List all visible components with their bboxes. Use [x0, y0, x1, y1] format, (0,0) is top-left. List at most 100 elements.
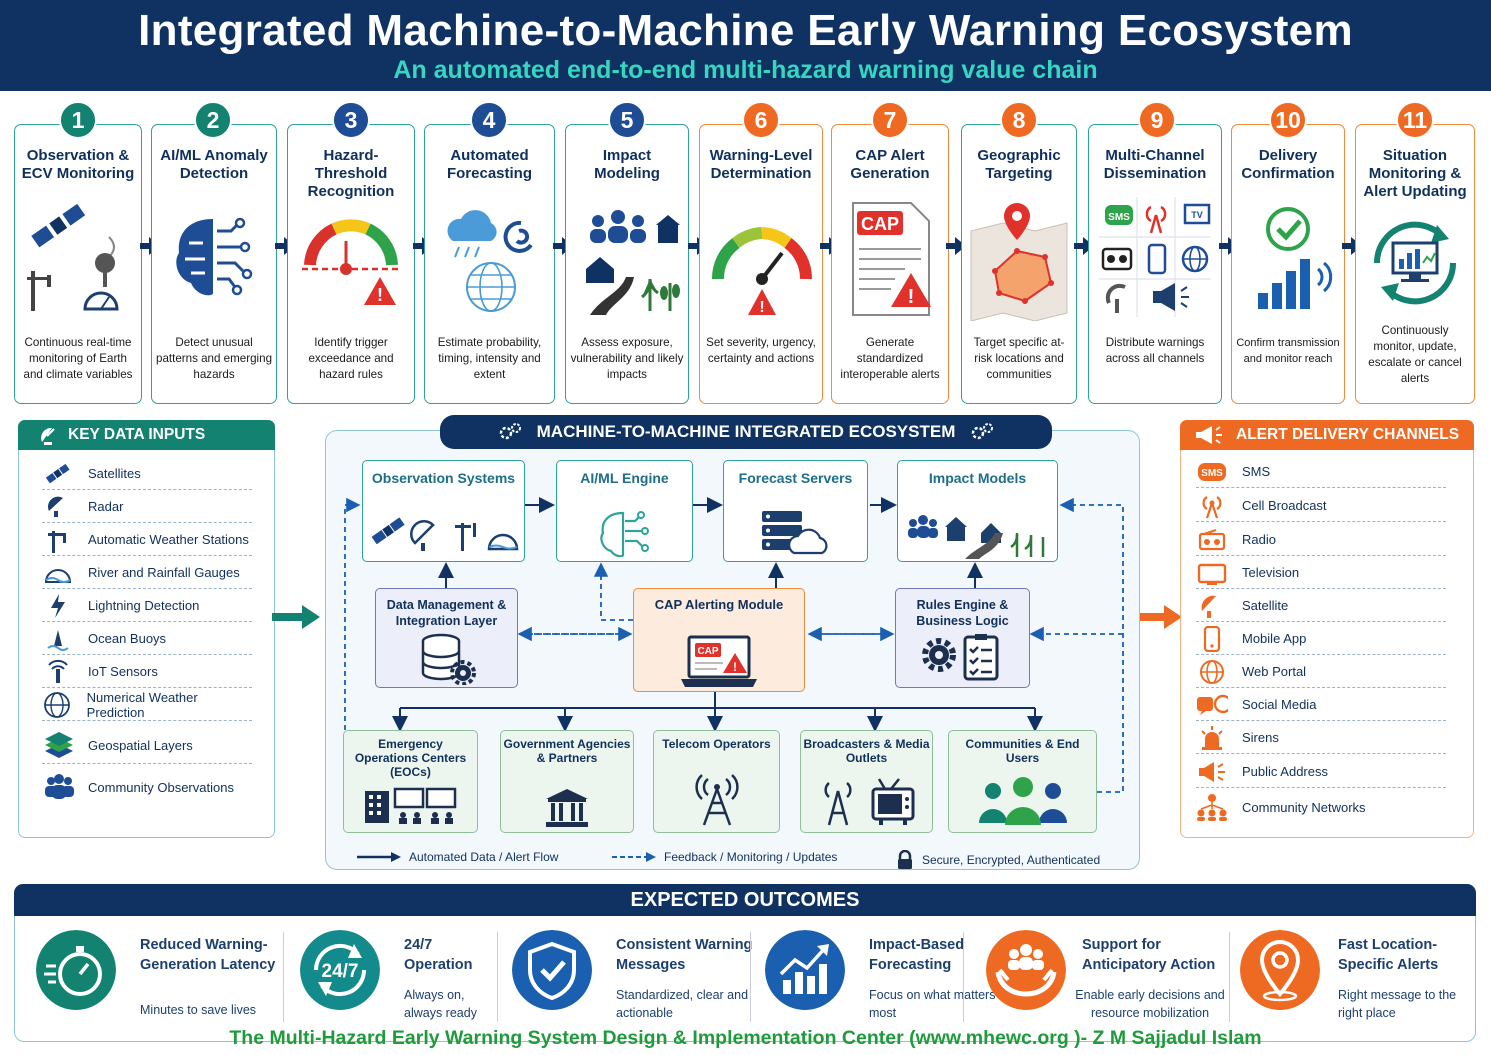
laptop-cap-icon: CAP !: [681, 635, 757, 687]
footer-credit: The Multi-Hazard Early Warning System De…: [229, 1027, 1262, 1049]
list-item: Automatic Weather Stations: [42, 524, 252, 556]
mobile-app-icon: [1196, 625, 1228, 652]
map-pin-icon: [970, 203, 1068, 321]
page-subtitle: An automated end-to-end multi-hazard war…: [393, 56, 1098, 84]
node-impact-models: Impact Models: [897, 460, 1058, 562]
inputs-flow-arrow: [272, 605, 320, 629]
legend-automated-flow: Automated Data / Alert Flow: [357, 850, 558, 864]
severity-gauge-icon: !: [711, 227, 813, 316]
list-item: Satellite: [1196, 590, 1446, 622]
list-item: Social Media: [1196, 689, 1446, 721]
node-government-agencies: Government Agencies & Partners: [500, 730, 634, 833]
step-title: Situation Monitoring & Alert Updating: [1363, 147, 1467, 200]
location-pin-icon: [1240, 930, 1320, 1010]
globe-icon: [1196, 659, 1228, 685]
megaphone-icon: [1196, 426, 1222, 444]
step-number-5: 5: [608, 101, 646, 139]
shield-check-icon: [512, 930, 592, 1010]
impact-models-icon: [907, 515, 1044, 559]
svg-text:CAP: CAP: [861, 214, 899, 234]
gears-icon: [972, 423, 994, 440]
solid-arrow-icon: [357, 852, 401, 862]
cap-badge-text: CAP: [697, 646, 718, 657]
weather-station-icon: [42, 527, 74, 553]
step-title: Warning-Level Determination: [709, 147, 813, 182]
lightning-icon: [42, 593, 74, 619]
dashed-arrow-icon: [612, 852, 656, 862]
ecosystem-title: MACHINE-TO-MACHINE INTEGRATED ECOSYSTEM: [536, 422, 956, 441]
list-item: Television: [1196, 557, 1446, 589]
server-cloud-icon: [761, 511, 828, 555]
step-number-6: 6: [742, 101, 780, 139]
step-number-11: 11: [1396, 101, 1434, 139]
outcome-anticipatory-action: Support for Anticipatory Action Enable e…: [986, 928, 1232, 1023]
svg-text:SMS: SMS: [1201, 468, 1223, 479]
sms-icon: SMS: [1196, 461, 1228, 483]
broadcast-tv-icon: [823, 778, 914, 826]
satellite-weather-icon: [27, 203, 119, 311]
radio-icon: [1196, 528, 1228, 551]
list-item: River and Rainfall Gauges: [42, 557, 252, 589]
step-card-3: Hazard-Threshold Recognition ! Identify …: [287, 124, 415, 404]
node-observation-systems: Observation Systems: [362, 460, 525, 562]
node-data-management: Data Management & Integration Layer: [375, 588, 518, 688]
step-desc: Assess exposure, vulnerability and likel…: [570, 336, 684, 381]
svg-text:!: !: [733, 660, 737, 674]
delivery-flow-arrow: [1140, 605, 1182, 629]
step-card-5: Impact Modeling Assess exposure, vulnera…: [565, 124, 689, 404]
ecosystem-connectors: [344, 497, 1124, 793]
check-signal-icon: [1258, 207, 1333, 309]
list-item: IoT Sensors: [42, 656, 252, 688]
step-card-9: Multi-Channel Dissemination SMS TV Distr…: [1088, 124, 1222, 404]
header-banner: Integrated Machine-to-Machine Early Warn…: [0, 0, 1491, 91]
hands-people-icon: [986, 930, 1066, 1010]
list-item: Public Address: [1196, 756, 1446, 788]
lock-icon: [898, 850, 912, 869]
stopwatch-icon: [36, 930, 116, 1010]
legend-secure: Secure, Encrypted, Authenticated: [896, 850, 1100, 870]
step-desc: Distribute warnings across all channels: [1105, 336, 1205, 365]
gears-icon: [499, 423, 521, 440]
step-number-7: 7: [871, 101, 909, 139]
satellite-icon: [42, 463, 74, 485]
outcome-24-7-operation: 24/7 24/7 Operation Always on, always re…: [300, 928, 496, 1023]
step-title: Hazard-Threshold Recognition: [307, 147, 395, 200]
cell-broadcast-icon: [1196, 493, 1228, 519]
step-title: Observation & ECV Monitoring: [21, 147, 135, 182]
delivery-channels-panel: [1180, 420, 1474, 838]
step-title: CAP Alert Generation: [850, 147, 930, 182]
channels-grid-icon: SMS TV: [1099, 197, 1211, 317]
step-number-3: 3: [332, 101, 370, 139]
outcome-impact-forecasting: Impact-Based Forecasting Focus on what m…: [765, 928, 995, 1023]
layers-icon: [42, 731, 74, 761]
page-title: Integrated Machine-to-Machine Early Warn…: [138, 6, 1353, 55]
iot-sensor-icon: [42, 659, 74, 685]
database-gear-icon: [421, 633, 476, 685]
threshold-gauge-icon: !: [302, 219, 400, 305]
list-item: Geospatial Layers: [42, 728, 252, 764]
step-number-2: 2: [194, 101, 232, 139]
badge-24-7: 24/7: [322, 961, 359, 982]
delivery-channels-header: ALERT DELIVERY CHANNELS: [1180, 420, 1474, 450]
step-desc: Target specific at-risk locations and co…: [973, 336, 1065, 381]
list-item: Sirens: [1196, 722, 1446, 754]
step-desc: Detect unusual patterns and emerging haz…: [156, 336, 273, 381]
eoc-building-icon: [364, 787, 456, 824]
brain-circuit-icon: [599, 511, 649, 557]
step-desc: Identify trigger exceedance and hazard r…: [308, 336, 394, 381]
step-number-9: 9: [1138, 101, 1176, 139]
key-data-inputs-header: KEY DATA INPUTS: [18, 420, 275, 450]
growth-chart-icon: [765, 930, 845, 1010]
government-building-icon: [546, 789, 588, 827]
impact-people-icon: [586, 210, 680, 315]
television-icon: [1196, 561, 1228, 585]
river-gauge-icon: [42, 562, 74, 584]
step-card-11: Situation Monitoring & Alert Updating Co…: [1355, 124, 1475, 404]
outcome-consistent-messages: Consistent Warning Messages Standardized…: [512, 928, 752, 1023]
outcome-divider: [1229, 932, 1230, 1022]
monitor-cycle-icon: [1373, 221, 1457, 305]
community-people-icon: [42, 773, 74, 801]
list-item: Numerical Weather Prediction: [42, 689, 252, 721]
list-item: Radar: [42, 491, 252, 523]
